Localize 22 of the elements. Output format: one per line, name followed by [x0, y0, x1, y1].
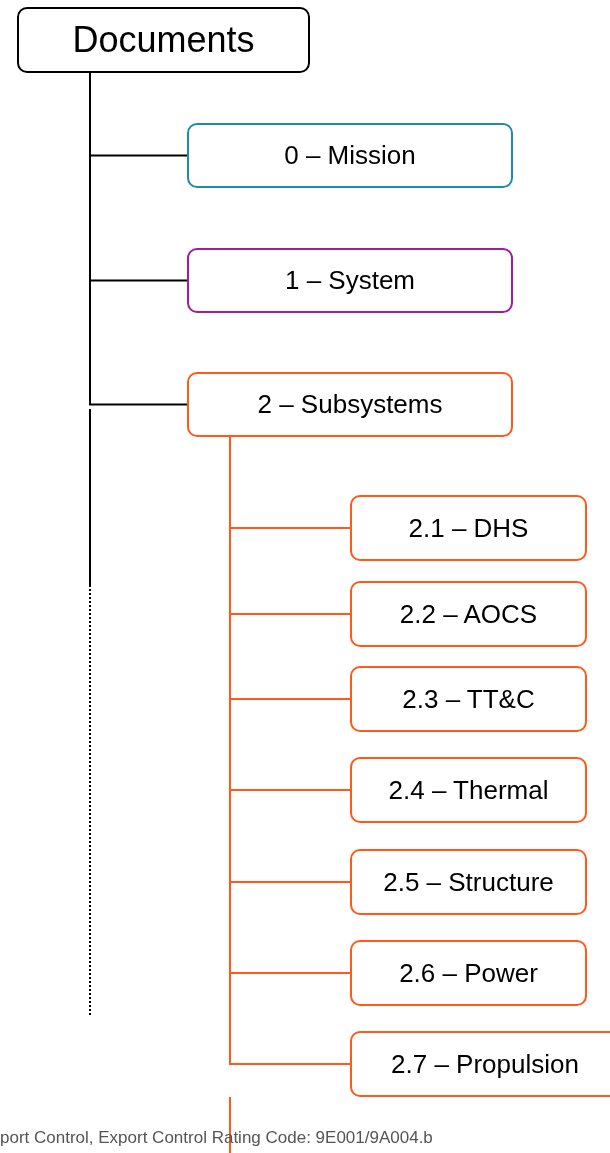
node-label: 2.4 – Thermal — [388, 774, 549, 806]
rounded-box — [350, 940, 587, 1006]
node-label: 2.6 – Power — [399, 957, 538, 989]
node-label: 2.5 – Structure — [383, 866, 554, 898]
rounded-box — [350, 849, 587, 915]
rounded-box — [187, 372, 513, 437]
rounded-box — [350, 757, 587, 823]
rounded-box — [350, 1031, 610, 1097]
rounded-box — [187, 248, 513, 313]
node-label: 1 – System — [284, 265, 416, 296]
node-label: 2.7 – Propulsion — [391, 1048, 579, 1080]
node-label: 2.3 – TT&C — [402, 683, 535, 715]
rounded-box — [350, 666, 587, 732]
node-label: Documents — [72, 19, 255, 61]
node-label: 2.2 – AOCS — [399, 598, 538, 630]
node-label: 2.1 – DHS — [408, 512, 529, 544]
rounded-box — [350, 495, 587, 561]
node-label: 2 – Subsystems — [257, 389, 443, 420]
rounded-box — [187, 123, 513, 188]
rounded-box — [350, 581, 587, 647]
node-label: 0 – Mission — [284, 140, 416, 171]
rounded-box — [17, 7, 310, 73]
